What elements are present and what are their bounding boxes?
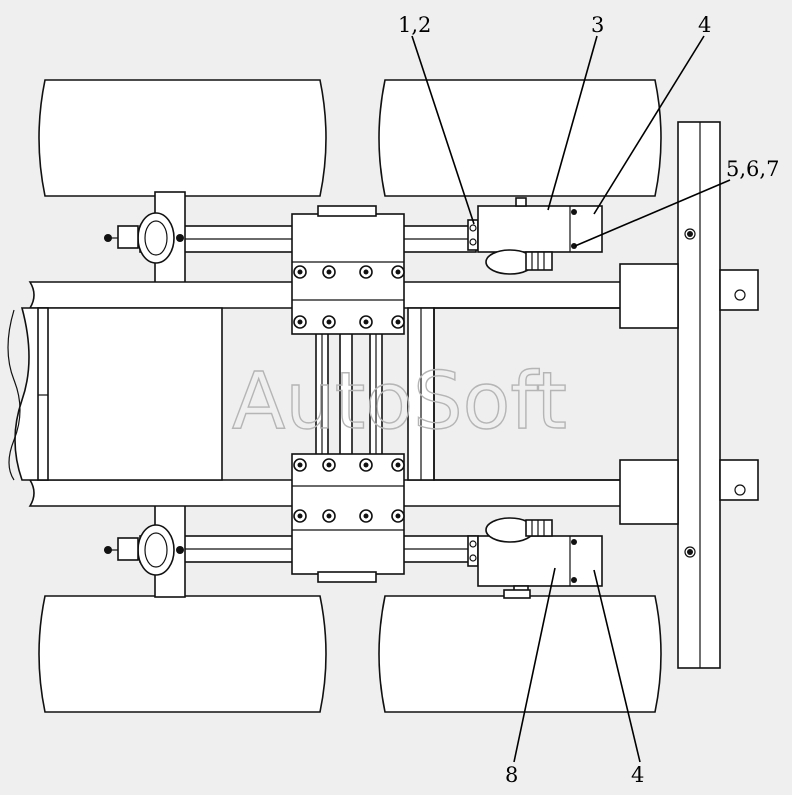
bolt-center (363, 513, 369, 519)
tire-bottom-left (38, 595, 327, 713)
leader-lines (411, 35, 731, 763)
suspension-block-upper (291, 205, 405, 335)
callout-3: 3 (591, 13, 604, 37)
valve-assembly-bottom (467, 517, 603, 599)
bolt-center (326, 319, 332, 325)
bolt-center (297, 513, 303, 519)
bolt-center (326, 269, 332, 275)
bolt-center (297, 319, 303, 325)
crossmember-center (315, 329, 383, 461)
suspension-bolts (293, 265, 405, 523)
bolt-center (363, 319, 369, 325)
bolt-center (326, 462, 332, 468)
callout-4-top: 4 (698, 13, 711, 37)
tire-bottom-right (378, 595, 662, 713)
bolt-center (395, 513, 401, 519)
watermark-text: AutoSoft (232, 357, 567, 447)
callout-5-6-7: 5,6,7 (726, 157, 779, 181)
bolt-center (297, 269, 303, 275)
suspension-block-lower (291, 453, 405, 583)
bolt-center (363, 462, 369, 468)
tire-top-right (378, 79, 662, 197)
bolt-center (395, 269, 401, 275)
brake-chamber-top-left (104, 212, 184, 264)
callout-1-2: 1,2 (398, 13, 431, 37)
tire-top-left (38, 79, 327, 197)
bolt-center (326, 513, 332, 519)
rear-crossmember (619, 121, 759, 669)
bolt-center (395, 319, 401, 325)
callout-4-bottom: 4 (631, 763, 644, 787)
bolt-center (363, 269, 369, 275)
brake-chamber-bottom-left (104, 524, 184, 576)
valve-assembly-top (467, 197, 603, 275)
frame-web (7, 307, 681, 481)
bolt-center (395, 462, 401, 468)
callout-8: 8 (505, 763, 518, 787)
bolt-center (297, 462, 303, 468)
